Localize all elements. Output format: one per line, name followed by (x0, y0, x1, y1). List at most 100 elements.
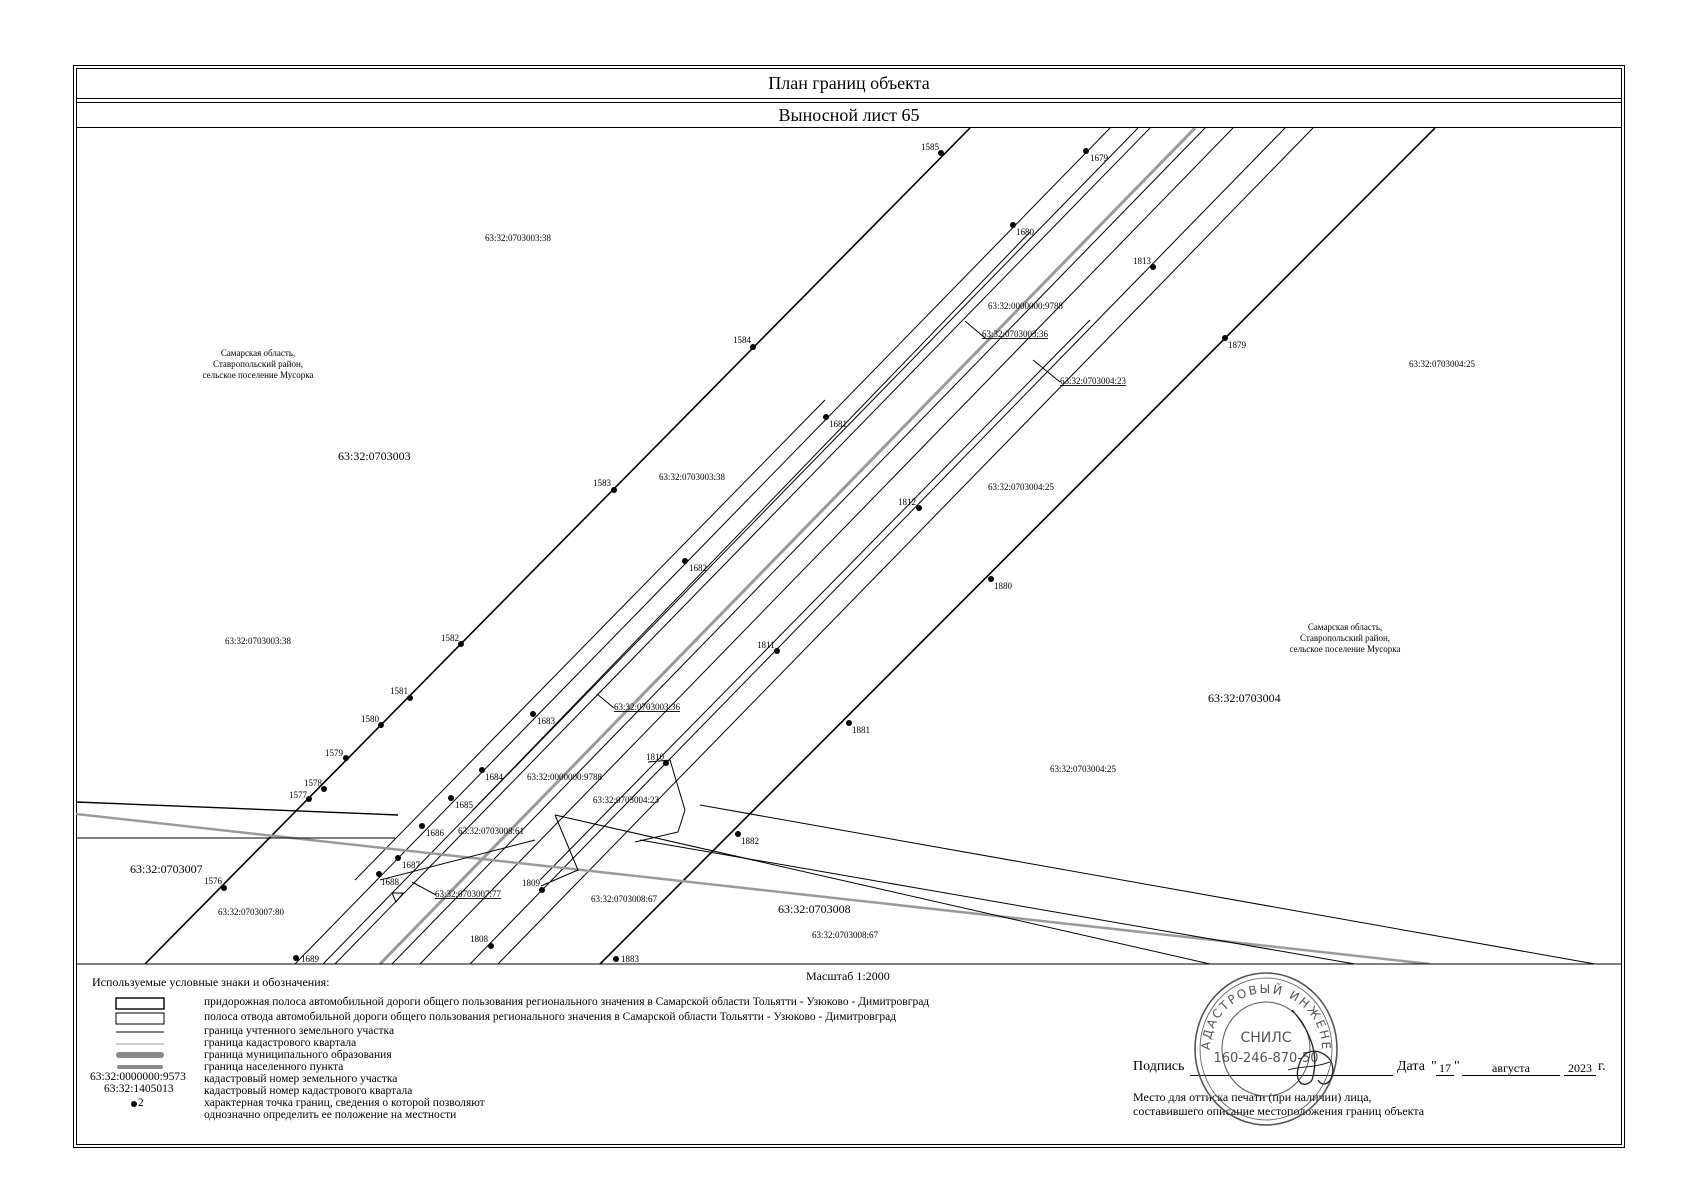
point-label: 1883 (621, 954, 640, 964)
engineer-stamp: КАДАСТРОВЫЙ ИНЖЕНЕР СНИЛС 160-246-870-50 (1192, 970, 1338, 1126)
parcel-label: 63:32:0703004:25 (1409, 359, 1476, 369)
leader-line (411, 881, 437, 896)
sheet-inner-frame (76, 68, 1622, 1145)
legend-sample-quarter-code: 63:32:1405013 (104, 1083, 174, 1095)
point-label: 1578 (304, 778, 323, 788)
point-label: 1808 (470, 934, 489, 944)
quarter-label: 63:32:0703003 (338, 449, 411, 463)
boundary-point (376, 871, 382, 877)
legend-item-parcel-number: кадастровый номер земельного участка (204, 1073, 398, 1085)
quarter-boundary-line (599, 128, 1436, 964)
point-label: 1582 (441, 633, 459, 643)
legend-item-roadside-strip: придорожная полоса автомобильной дороги … (204, 996, 930, 1008)
point-label: 1810 (646, 752, 665, 762)
stamp-snils-label: СНИЛС (1240, 1030, 1291, 1046)
legend-sample-point: 2 (138, 1097, 144, 1109)
boundary-point (735, 831, 741, 837)
parcel-boundary-line (540, 814, 579, 887)
boundary-point (1010, 222, 1016, 228)
point-label: 1685 (455, 800, 474, 810)
sheet-outer-frame (73, 65, 1625, 1148)
legend-item-point: характерная точка границ, сведения о кот… (204, 1097, 485, 1109)
stamp-note-line-2: составившего описание местоположения гра… (1133, 1104, 1425, 1118)
legend-title: Используемые условные знаки и обозначени… (92, 975, 330, 989)
legend-item-quarter-number: кадастровый номер кадастрового квартала (204, 1085, 413, 1097)
boundary-point (419, 823, 425, 829)
point-label: 1813 (1133, 256, 1152, 266)
boundary-point (458, 641, 464, 647)
settlement-label: Самарская область, (1308, 622, 1382, 632)
parcel-label: 63:32:0703008:61 (458, 826, 524, 836)
signature-label: Подпись (1133, 1059, 1185, 1074)
settlement-label: сельское поселение Мусорка (203, 370, 314, 380)
parcel-label: 63:32:0703003:38 (485, 233, 552, 243)
point-label: 1809 (522, 878, 541, 888)
boundary-point (938, 150, 944, 156)
parcel-boundary-line (639, 839, 1356, 964)
boundary-point (750, 344, 756, 350)
legend-symbol-point (131, 1101, 137, 1107)
parcel-boundary-line (469, 128, 1286, 964)
point-label: 1683 (537, 716, 556, 726)
point-label: 1686 (426, 828, 445, 838)
parcel-label: 63:32:0703008:67 (591, 894, 658, 904)
parcel-boundary-line (294, 128, 1111, 964)
point-label: 1585 (921, 142, 940, 152)
point-label: 1577 (289, 790, 308, 800)
date-day: 17 (1439, 1061, 1451, 1075)
boundary-point (663, 760, 669, 766)
date-year-suffix: г. (1598, 1059, 1606, 1074)
quarter-label: 63:32:0703008 (778, 902, 851, 916)
legend-item-quarter-boundary: граница кадастрового квартала (204, 1037, 357, 1049)
sheet-subtitle: Выносной лист 65 (76, 102, 1622, 128)
parcel-boundary-line (334, 128, 1151, 964)
settlement-label: Ставропольский район, (1300, 633, 1390, 643)
point-label: 1881 (852, 725, 870, 735)
point-label: 1879 (1228, 340, 1247, 350)
boundary-point (395, 855, 401, 861)
boundary-point (448, 795, 454, 801)
boundary-point (846, 720, 852, 726)
boundary-point (916, 505, 922, 511)
date-month: августа (1492, 1061, 1530, 1075)
boundary-point (343, 755, 349, 761)
parcel-boundary-line (497, 128, 1314, 964)
point-label: 1684 (485, 772, 504, 782)
boundary-point (321, 786, 327, 792)
point-label: 1687 (402, 860, 421, 870)
boundary-point (221, 885, 227, 891)
quarter-boundary-line (76, 801, 399, 816)
stamp-snils-number: 160-246-870-50 (1213, 1051, 1318, 1066)
parcel-label: 63:32:0703007:80 (218, 907, 285, 917)
signature-line (1190, 1075, 1393, 1076)
legend-sample-parcel-code: 63:32:0000000:9573 (90, 1071, 186, 1083)
point-label: 1689 (301, 954, 320, 964)
point-label: 1584 (733, 335, 752, 345)
boundary-point (306, 796, 312, 802)
parcel-label: 63:32:0703008:67 (812, 930, 879, 940)
point-label: 1679 (1090, 153, 1109, 163)
point-label: 1682 (689, 563, 707, 573)
leader-line (964, 320, 986, 339)
quarter-boundary-line (144, 128, 971, 964)
boundary-point (530, 711, 536, 717)
handwritten-signature (1291, 1009, 1334, 1085)
date-open-quote: " (1431, 1059, 1437, 1074)
parcel-boundary-line (539, 319, 1091, 881)
date-month-line (1462, 1075, 1560, 1076)
legend-item-settlement-boundary: граница населенного пункта (204, 1061, 344, 1073)
parcel-label: 63:32:0703003:38 (225, 636, 292, 646)
boundary-point (539, 887, 545, 893)
boundary-point (1150, 264, 1156, 270)
parcel-label: 63:32:0703003:36 (614, 702, 681, 712)
quarter-label: 63:32:0703007 (130, 862, 203, 876)
date-year-line (1564, 1075, 1596, 1076)
date-day-line (1436, 1075, 1454, 1076)
parcel-label: 63:32:0703004:25 (988, 482, 1055, 492)
parcel-boundary-line (419, 128, 1234, 964)
legend-item-point-cont: однозначно определить ее положение на ме… (204, 1109, 457, 1121)
subtitle-text: Выносной лист 65 (778, 104, 920, 125)
parcel-label: 63:32:0000000:9788 (988, 301, 1064, 311)
quarter-label: 63:32:0703004 (1208, 691, 1281, 705)
